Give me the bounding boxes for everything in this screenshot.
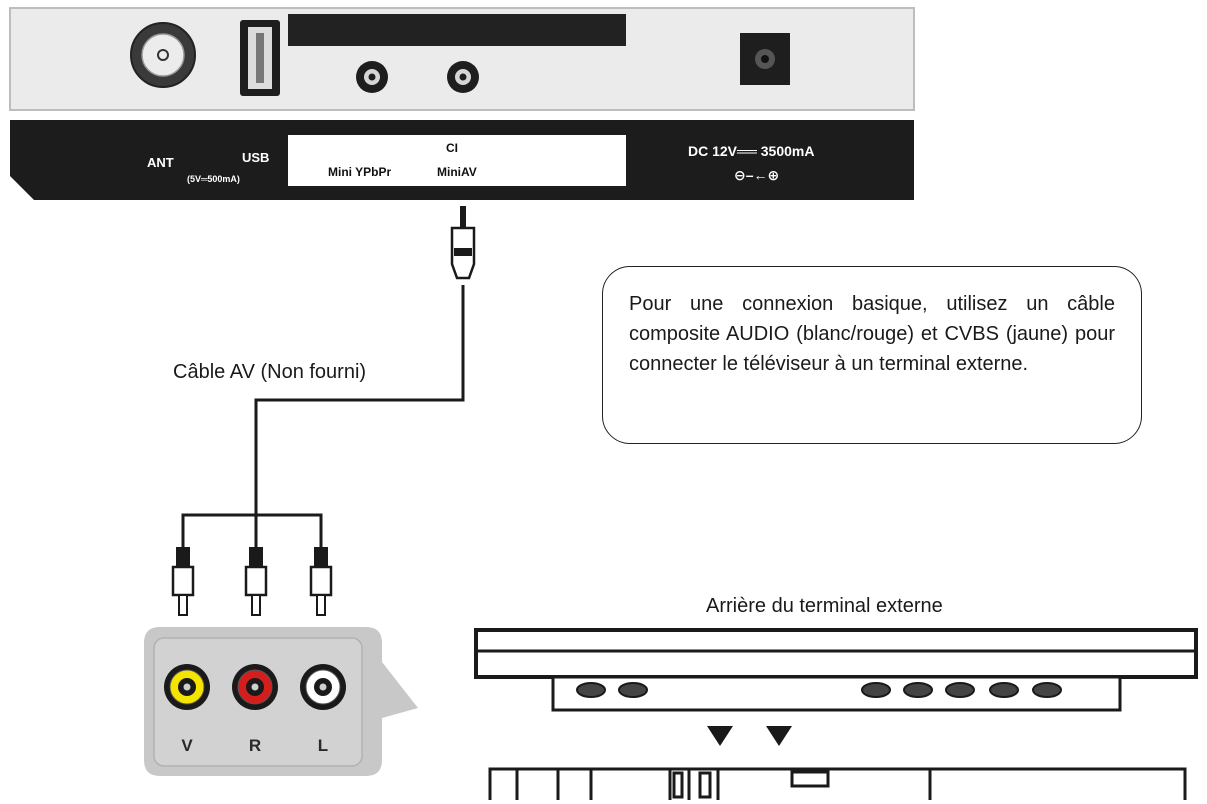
info-box-text: Pour une connexion basique, utilisez un … <box>629 293 1115 375</box>
terminal-connector-row <box>488 767 1187 800</box>
mini-av-label: MiniAV <box>437 165 477 179</box>
rca-jack-label: R <box>249 736 261 755</box>
dc-power-jack <box>740 33 790 85</box>
terminal-buttons-right <box>861 682 1062 698</box>
tv-label-strip: ANT USB (5V═500mA) CI Mini YPbPr MiniAV … <box>10 120 914 200</box>
triangle-marker-left <box>707 726 733 746</box>
usb-rating-label: (5V═500mA) <box>187 174 240 184</box>
external-terminal-rear: Arrière du terminal externe <box>474 595 1198 800</box>
terminal-title: Arrière du terminal externe <box>706 595 943 617</box>
rca-plug-yellow <box>171 547 195 616</box>
dc-rating-label: DC 12V══ 3500mA <box>688 143 814 159</box>
ci-slot <box>288 14 626 46</box>
antenna-connector <box>130 22 196 88</box>
mini-ypbpr-jack <box>356 61 388 93</box>
mini-av-jack <box>447 61 479 93</box>
terminal-buttons-left <box>576 682 648 698</box>
rca-plug-red <box>244 547 268 616</box>
usb-port <box>240 20 280 96</box>
polarity-label: ⊖–←⊕ <box>734 167 779 183</box>
ci-label: CI <box>446 141 458 155</box>
triangle-marker-right <box>766 726 792 746</box>
rca-jack-label: L <box>318 736 328 755</box>
rca-jack-v: V <box>164 664 210 755</box>
mini-ypbpr-label: Mini YPbPr <box>328 165 391 179</box>
rca-jack-r: R <box>232 664 278 755</box>
rca-jack-label: V <box>181 736 193 755</box>
tv-rear-panel <box>9 7 915 111</box>
usb-label: USB <box>242 150 269 165</box>
info-box: Pour une connexion basique, utilisez un … <box>602 266 1142 444</box>
mini-av-plug <box>450 206 476 280</box>
ant-label: ANT <box>147 155 174 170</box>
rca-jack-l: L <box>300 664 346 755</box>
cable-label: Câble AV (Non fourni) <box>173 361 366 383</box>
av-cable <box>181 285 465 555</box>
rca-plug-white <box>309 547 333 616</box>
